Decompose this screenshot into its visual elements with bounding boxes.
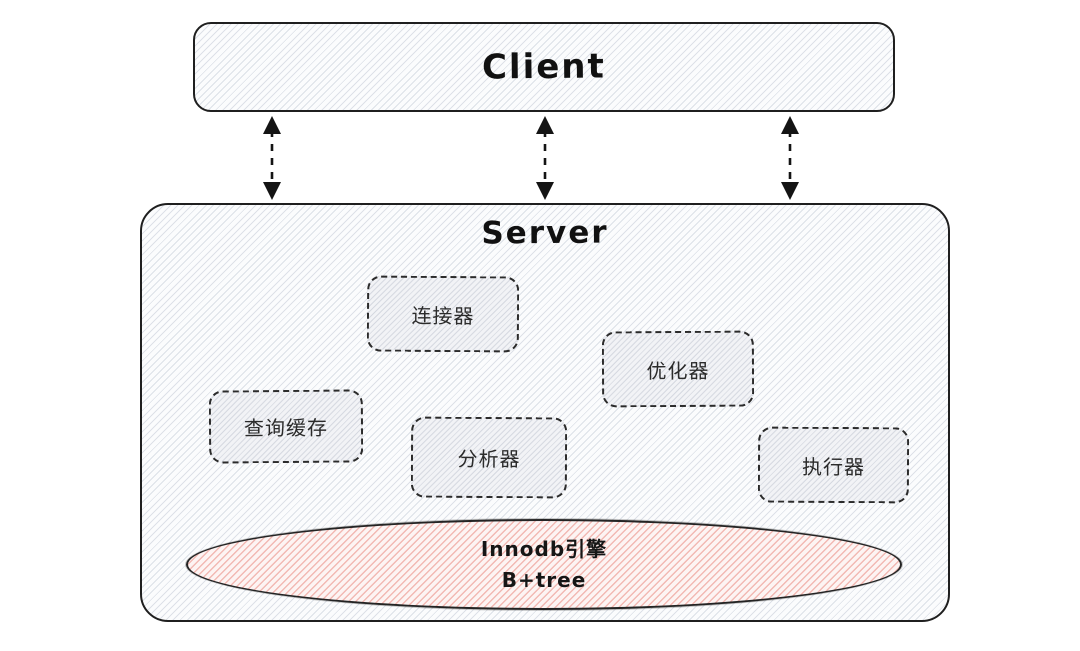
server-label: Server <box>481 214 609 252</box>
server-container: Server 连接器 查询缓存 分析器 优化器 执行器 Innodb引擎 B+t… <box>140 203 950 622</box>
client-server-arrow-middle <box>536 116 554 200</box>
engine-label-line2: B+tree <box>501 567 587 592</box>
client-label: Client <box>481 46 607 88</box>
innodb-engine-ellipse: Innodb引擎 B+tree <box>186 519 902 610</box>
node-executor: 执行器 <box>757 426 910 504</box>
node-optimizer-label: 优化器 <box>646 358 710 383</box>
node-analyzer-label: 分析器 <box>457 446 521 472</box>
client-server-arrow-left <box>263 116 281 200</box>
node-analyzer: 分析器 <box>410 416 568 499</box>
node-executor-label: 执行器 <box>801 454 866 479</box>
node-connector: 连接器 <box>366 275 520 353</box>
engine-label-line1: Innodb引擎 <box>480 536 608 561</box>
node-query-cache: 查询缓存 <box>208 389 364 464</box>
client-node: Client <box>193 22 895 112</box>
node-optimizer: 优化器 <box>601 330 755 408</box>
node-query-cache-label: 查询缓存 <box>243 415 329 441</box>
node-connector-label: 连接器 <box>411 303 475 328</box>
client-server-arrow-right <box>781 116 799 200</box>
